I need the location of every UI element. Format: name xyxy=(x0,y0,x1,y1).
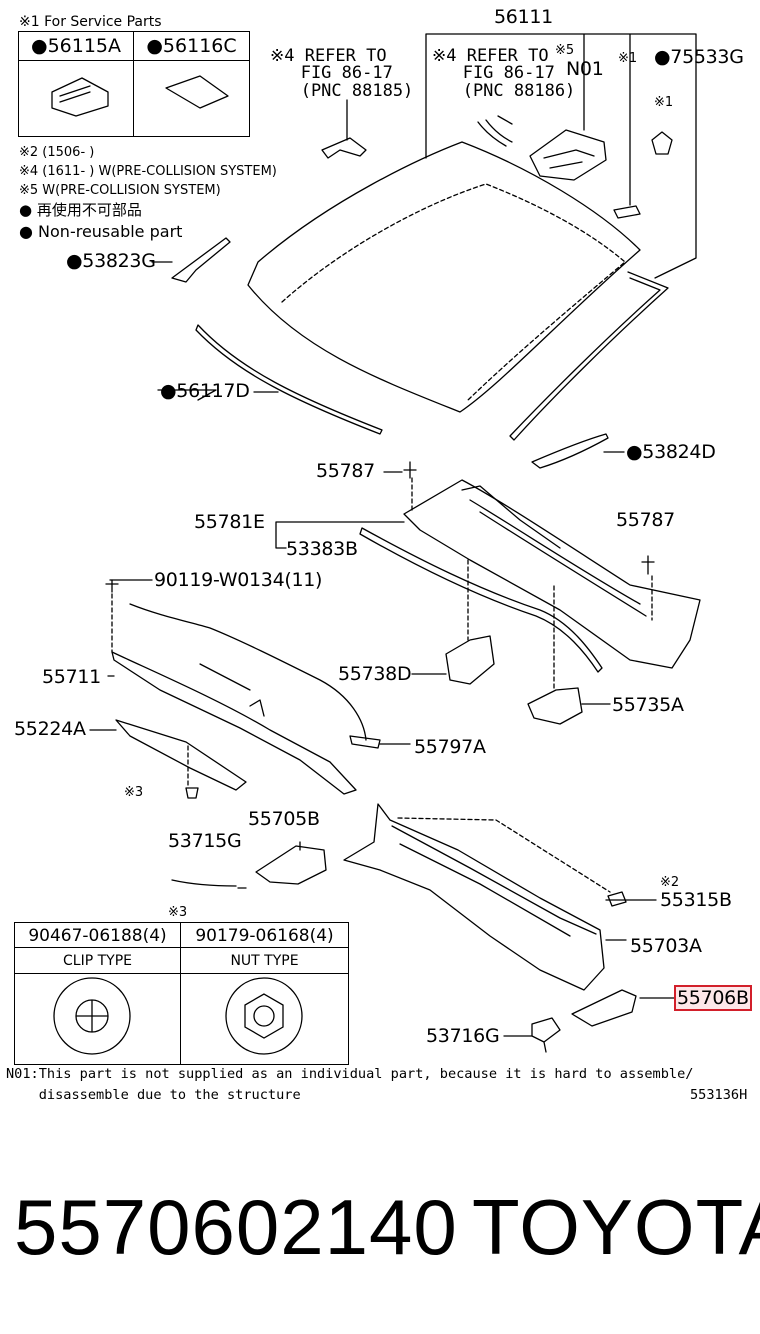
label-55738d[interactable]: 55738D xyxy=(338,663,412,685)
windshield-glass xyxy=(247,141,641,413)
label-55315b[interactable]: 55315B xyxy=(660,889,732,911)
label-55711[interactable]: 55711 xyxy=(42,666,101,688)
label-53715g[interactable]: 53715G xyxy=(168,830,242,852)
service-part-56115a: ●56115A xyxy=(19,32,134,61)
callout-56111 xyxy=(425,33,697,279)
footnote-line-1: N01:This part is not supplied as an indi… xyxy=(6,1066,694,1082)
label-53824d[interactable]: ●53824D xyxy=(626,441,716,463)
label-55787-top[interactable]: 55787 xyxy=(316,460,375,482)
label-55781e[interactable]: 55781E xyxy=(194,511,265,533)
note-4: ※4 (1611- ) W(PRE-COLLISION SYSTEM) xyxy=(19,164,277,179)
label-90119[interactable]: 90119-W0134(11) xyxy=(154,569,323,591)
note-5: ※5 W(PRE-COLLISION SYSTEM) xyxy=(19,183,221,198)
label-56111[interactable]: 56111 xyxy=(494,6,553,28)
refer-left: ※4 REFER TO FIG 86-17 (PNC 88185) xyxy=(270,46,414,101)
label-56117d[interactable]: ●56117D xyxy=(160,380,250,402)
service-part-56116c: ●56116C xyxy=(134,32,249,61)
clip-part-number[interactable]: 90467-06188(4) xyxy=(28,926,167,946)
label-table-mark: ※3 xyxy=(168,905,188,920)
clip-type-label: CLIP TYPE xyxy=(63,953,132,969)
label-53823g[interactable]: ●53823G xyxy=(66,250,156,272)
bottom-title: 5570602140 TOYOTA xyxy=(14,1183,760,1288)
label-53383b[interactable]: 53383B xyxy=(286,538,358,560)
part-55738d xyxy=(445,635,495,685)
moulding-right xyxy=(509,271,669,441)
clip-type-icon xyxy=(53,977,131,1055)
footnote-line-2: disassemble due to the structure xyxy=(6,1087,301,1103)
label-75533g-mark: ※1 xyxy=(618,51,638,66)
seal-53383b xyxy=(359,527,603,673)
figure-code: 553136H xyxy=(690,1087,748,1103)
label-55705b[interactable]: 55705B xyxy=(248,808,320,830)
note-2: ※2 (1506- ) xyxy=(19,145,95,160)
label-53716g[interactable]: 53716G xyxy=(426,1025,500,1047)
refer-right: ※4 REFER TO FIG 86-17 (PNC 88186) xyxy=(432,46,576,101)
part-number-title: 5570602140 xyxy=(14,1183,458,1271)
moulding-56117d xyxy=(195,324,383,435)
part-55706b xyxy=(571,989,637,1027)
label-55735a[interactable]: 55735A xyxy=(612,694,684,716)
diagram-line-art xyxy=(51,33,701,1055)
label-n01[interactable]: N01 xyxy=(566,58,604,80)
label-mark-3: ※3 xyxy=(124,785,144,800)
part-55224a xyxy=(115,719,247,791)
part-53823g xyxy=(171,237,231,283)
note-nonreusable-jp: ● 再使用不可部品 xyxy=(19,201,142,219)
part-55705b xyxy=(255,845,327,885)
label-55706b[interactable]: 55706B xyxy=(674,985,752,1011)
label-55224a[interactable]: 55224A xyxy=(14,718,86,740)
part-55735a xyxy=(527,687,583,725)
nut-part-number[interactable]: 90179-06168(4) xyxy=(195,926,334,946)
parts-diagram: ※1 For Service Parts ●56115A ●56116C ※2 … xyxy=(6,6,752,1103)
brand-title: TOYOTA xyxy=(472,1183,760,1271)
label-55703a[interactable]: 55703A xyxy=(630,935,702,957)
cowl-panel-55703a xyxy=(343,803,605,991)
label-mark-2: ※2 xyxy=(660,875,680,890)
nut-type-label: NUT TYPE xyxy=(230,953,299,969)
label-55797a[interactable]: 55797A xyxy=(414,736,486,758)
bracket-55711 xyxy=(111,651,357,795)
label-75533g[interactable]: ●75533G xyxy=(654,46,744,68)
label-clip-mark: ※1 xyxy=(654,95,674,110)
note-nonreusable-en: ● Non-reusable part xyxy=(19,222,183,241)
part-53824d xyxy=(531,433,609,469)
service-parts-box: ●56115A ●56116C xyxy=(18,31,250,137)
label-55787-right[interactable]: 55787 xyxy=(616,509,675,531)
label-n01-mark: ※5 xyxy=(555,43,575,58)
service-parts-note: ※1 For Service Parts xyxy=(19,14,162,30)
nut-type-icon xyxy=(225,977,303,1055)
part-n01 xyxy=(529,129,607,181)
clip-nut-table: 90467-06188(4) 90179-06168(4) CLIP TYPE … xyxy=(14,922,349,1065)
cowl-top-panel xyxy=(403,479,701,669)
